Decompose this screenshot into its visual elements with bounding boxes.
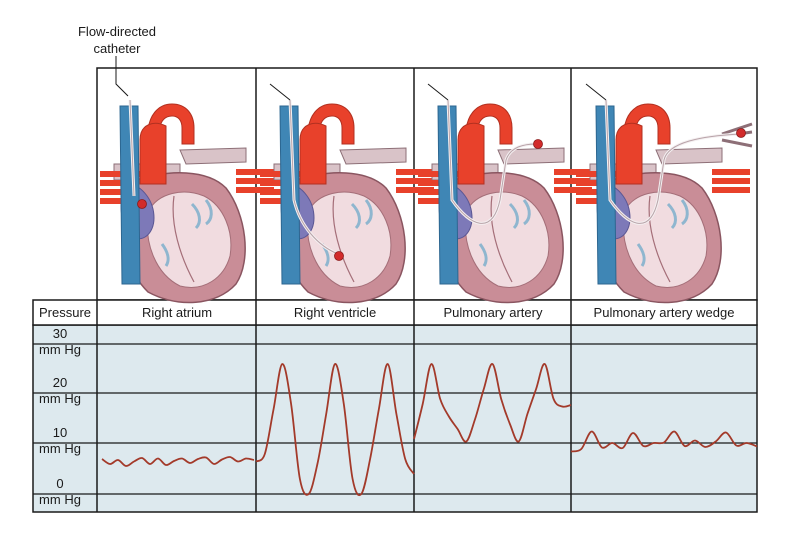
pressure-gridlines <box>33 343 757 495</box>
pressure-axis-title: Pressure <box>39 305 91 320</box>
y-tick-0-unit: mm Hg <box>39 492 81 507</box>
y-tick-0-value: 0 <box>56 476 63 491</box>
pressure-trace-right-atrium <box>101 456 255 467</box>
pressure-traces <box>101 363 758 497</box>
y-tick-20-value: 20 <box>53 375 67 390</box>
y-tick-10-unit: mm Hg <box>39 441 81 456</box>
panel-label-pulmonary-artery-wedge: Pulmonary artery wedge <box>594 305 735 320</box>
y-tick-10-value: 10 <box>53 425 67 440</box>
catheter-outlines <box>129 99 741 255</box>
panel-label-right-atrium: Right atrium <box>142 305 212 320</box>
pressure-chart-area <box>32 324 758 513</box>
y-tick-30-unit: mm Hg <box>39 342 81 357</box>
panel-label-right-ventricle: Right ventricle <box>294 305 376 320</box>
pressure-trace-right-ventricle <box>255 363 415 497</box>
pressure-trace-pulmonary-artery-wedge <box>570 430 758 453</box>
callout-leaders <box>115 56 607 101</box>
label-row <box>32 299 758 326</box>
panel-label-pulmonary-artery: Pulmonary artery <box>444 305 543 320</box>
catheter-tip-pulmonary-artery <box>533 139 543 149</box>
y-tick-30-value: 30 <box>53 326 67 341</box>
catheter-tip-right-atrium <box>137 199 147 209</box>
catheter-tip-right-ventricle <box>334 251 344 261</box>
pressure-trace-pulmonary-artery <box>413 363 572 443</box>
callout-label-line1: Flow-directed <box>78 24 156 39</box>
y-tick-20-unit: mm Hg <box>39 391 81 406</box>
callout-label-line2: catheter <box>94 41 142 56</box>
catheter-tip-pulmonary-artery-wedge <box>736 128 746 138</box>
